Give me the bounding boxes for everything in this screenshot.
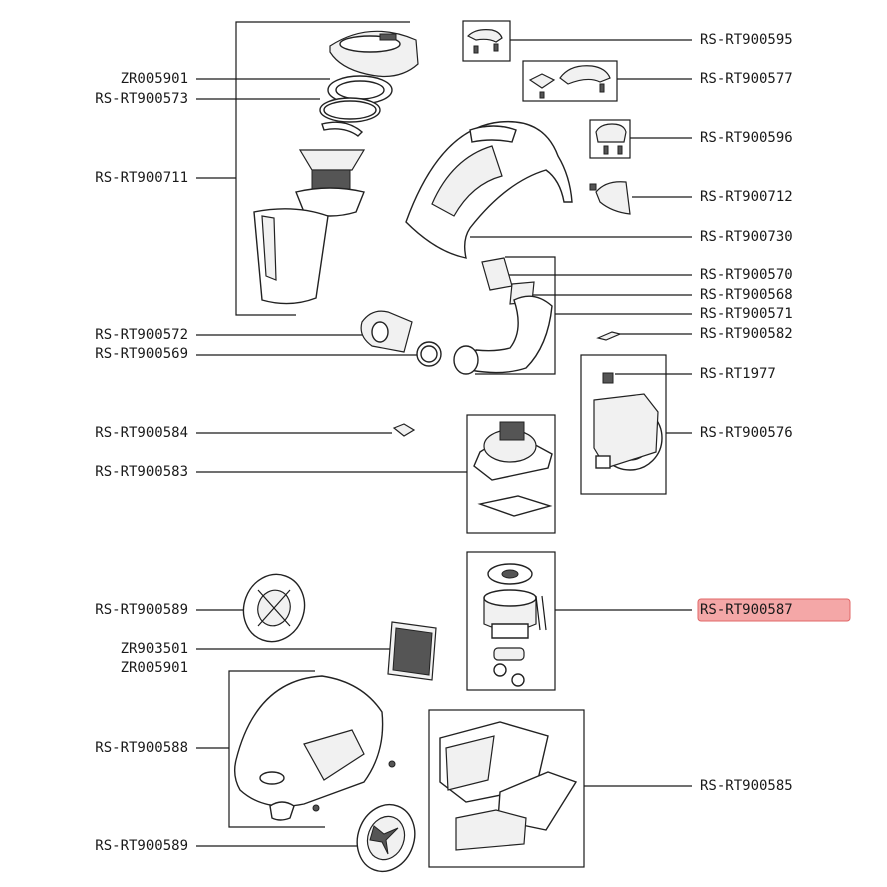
label-rs-rt900582[interactable]: RS-RT900582 [700,326,793,342]
label-rs-rt900577[interactable]: RS-RT900577 [700,71,793,87]
part-rs-rt900570 [481,257,513,291]
label-rs-rt900572[interactable]: RS-RT900572 [95,327,188,343]
part-rs-rt900587 [483,563,547,687]
label-rs-rt900587[interactable]: RS-RT900587 [700,602,793,618]
label-rs-rt900571[interactable]: RS-RT900571 [700,306,793,322]
part-zr903501 [387,621,437,681]
label-zr005901-top[interactable]: ZR005901 [121,71,188,87]
part-rs-rt900573 [319,97,381,123]
label-rs-rt900730[interactable]: RS-RT900730 [700,229,793,245]
part-rs-rt900589-top [242,573,306,643]
label-rs-rt900573[interactable]: RS-RT900573 [95,91,188,107]
part-rs-rt900576 [593,372,663,471]
label-rs-rt1977[interactable]: RS-RT1977 [700,366,776,382]
label-rs-rt900585[interactable]: RS-RT900585 [700,778,793,794]
label-rs-rt900712[interactable]: RS-RT900712 [700,189,793,205]
part-cyclone-filter [295,149,366,217]
label-rs-rt900576[interactable]: RS-RT900576 [700,425,793,441]
part-zr005901-top [327,75,393,105]
label-rs-rt900595[interactable]: RS-RT900595 [700,32,793,48]
part-rs-rt900584 [392,423,416,437]
label-rs-rt900711[interactable]: RS-RT900711 [95,170,188,186]
part-rs-rt900588 [233,675,396,821]
label-rs-rt900584[interactable]: RS-RT900584 [95,425,188,441]
part-dust-container [253,208,329,305]
label-rs-rt900596[interactable]: RS-RT900596 [700,130,793,146]
part-rs-rt900582 [596,331,622,341]
part-rs-rt900569 [416,341,442,367]
part-rs-rt900595 [466,29,503,54]
part-rs-rt900589-bottom [356,803,416,873]
label-zr005901-bottom[interactable]: ZR005901 [121,660,188,676]
label-rs-rt900569[interactable]: RS-RT900569 [95,346,188,362]
label-rs-rt900568[interactable]: RS-RT900568 [700,287,793,303]
label-rs-rt900589-top[interactable]: RS-RT900589 [95,602,188,618]
part-rs-rt900730 [405,120,573,259]
group-brackets [228,20,667,868]
label-zr903501[interactable]: ZR903501 [121,641,188,657]
label-rs-rt900583[interactable]: RS-RT900583 [95,464,188,480]
part-rs-rt900571 [453,295,553,375]
part-rs-rt900583 [473,421,553,517]
part-rs-rt900577 [528,65,611,99]
leader-lines [196,39,692,847]
part-rs-rt900572 [360,310,413,353]
part-rs-rt900712 [589,181,631,215]
part-rs-rt900585 [439,721,578,851]
label-rs-rt900570[interactable]: RS-RT900570 [700,267,793,283]
part-clip [321,121,364,137]
highlight-box [697,598,851,622]
part-cyclone-lid [329,30,419,77]
part-rs-rt900596 [595,123,627,155]
label-rs-rt900588[interactable]: RS-RT900588 [95,740,188,756]
label-rs-rt900589-bottom[interactable]: RS-RT900589 [95,838,188,854]
